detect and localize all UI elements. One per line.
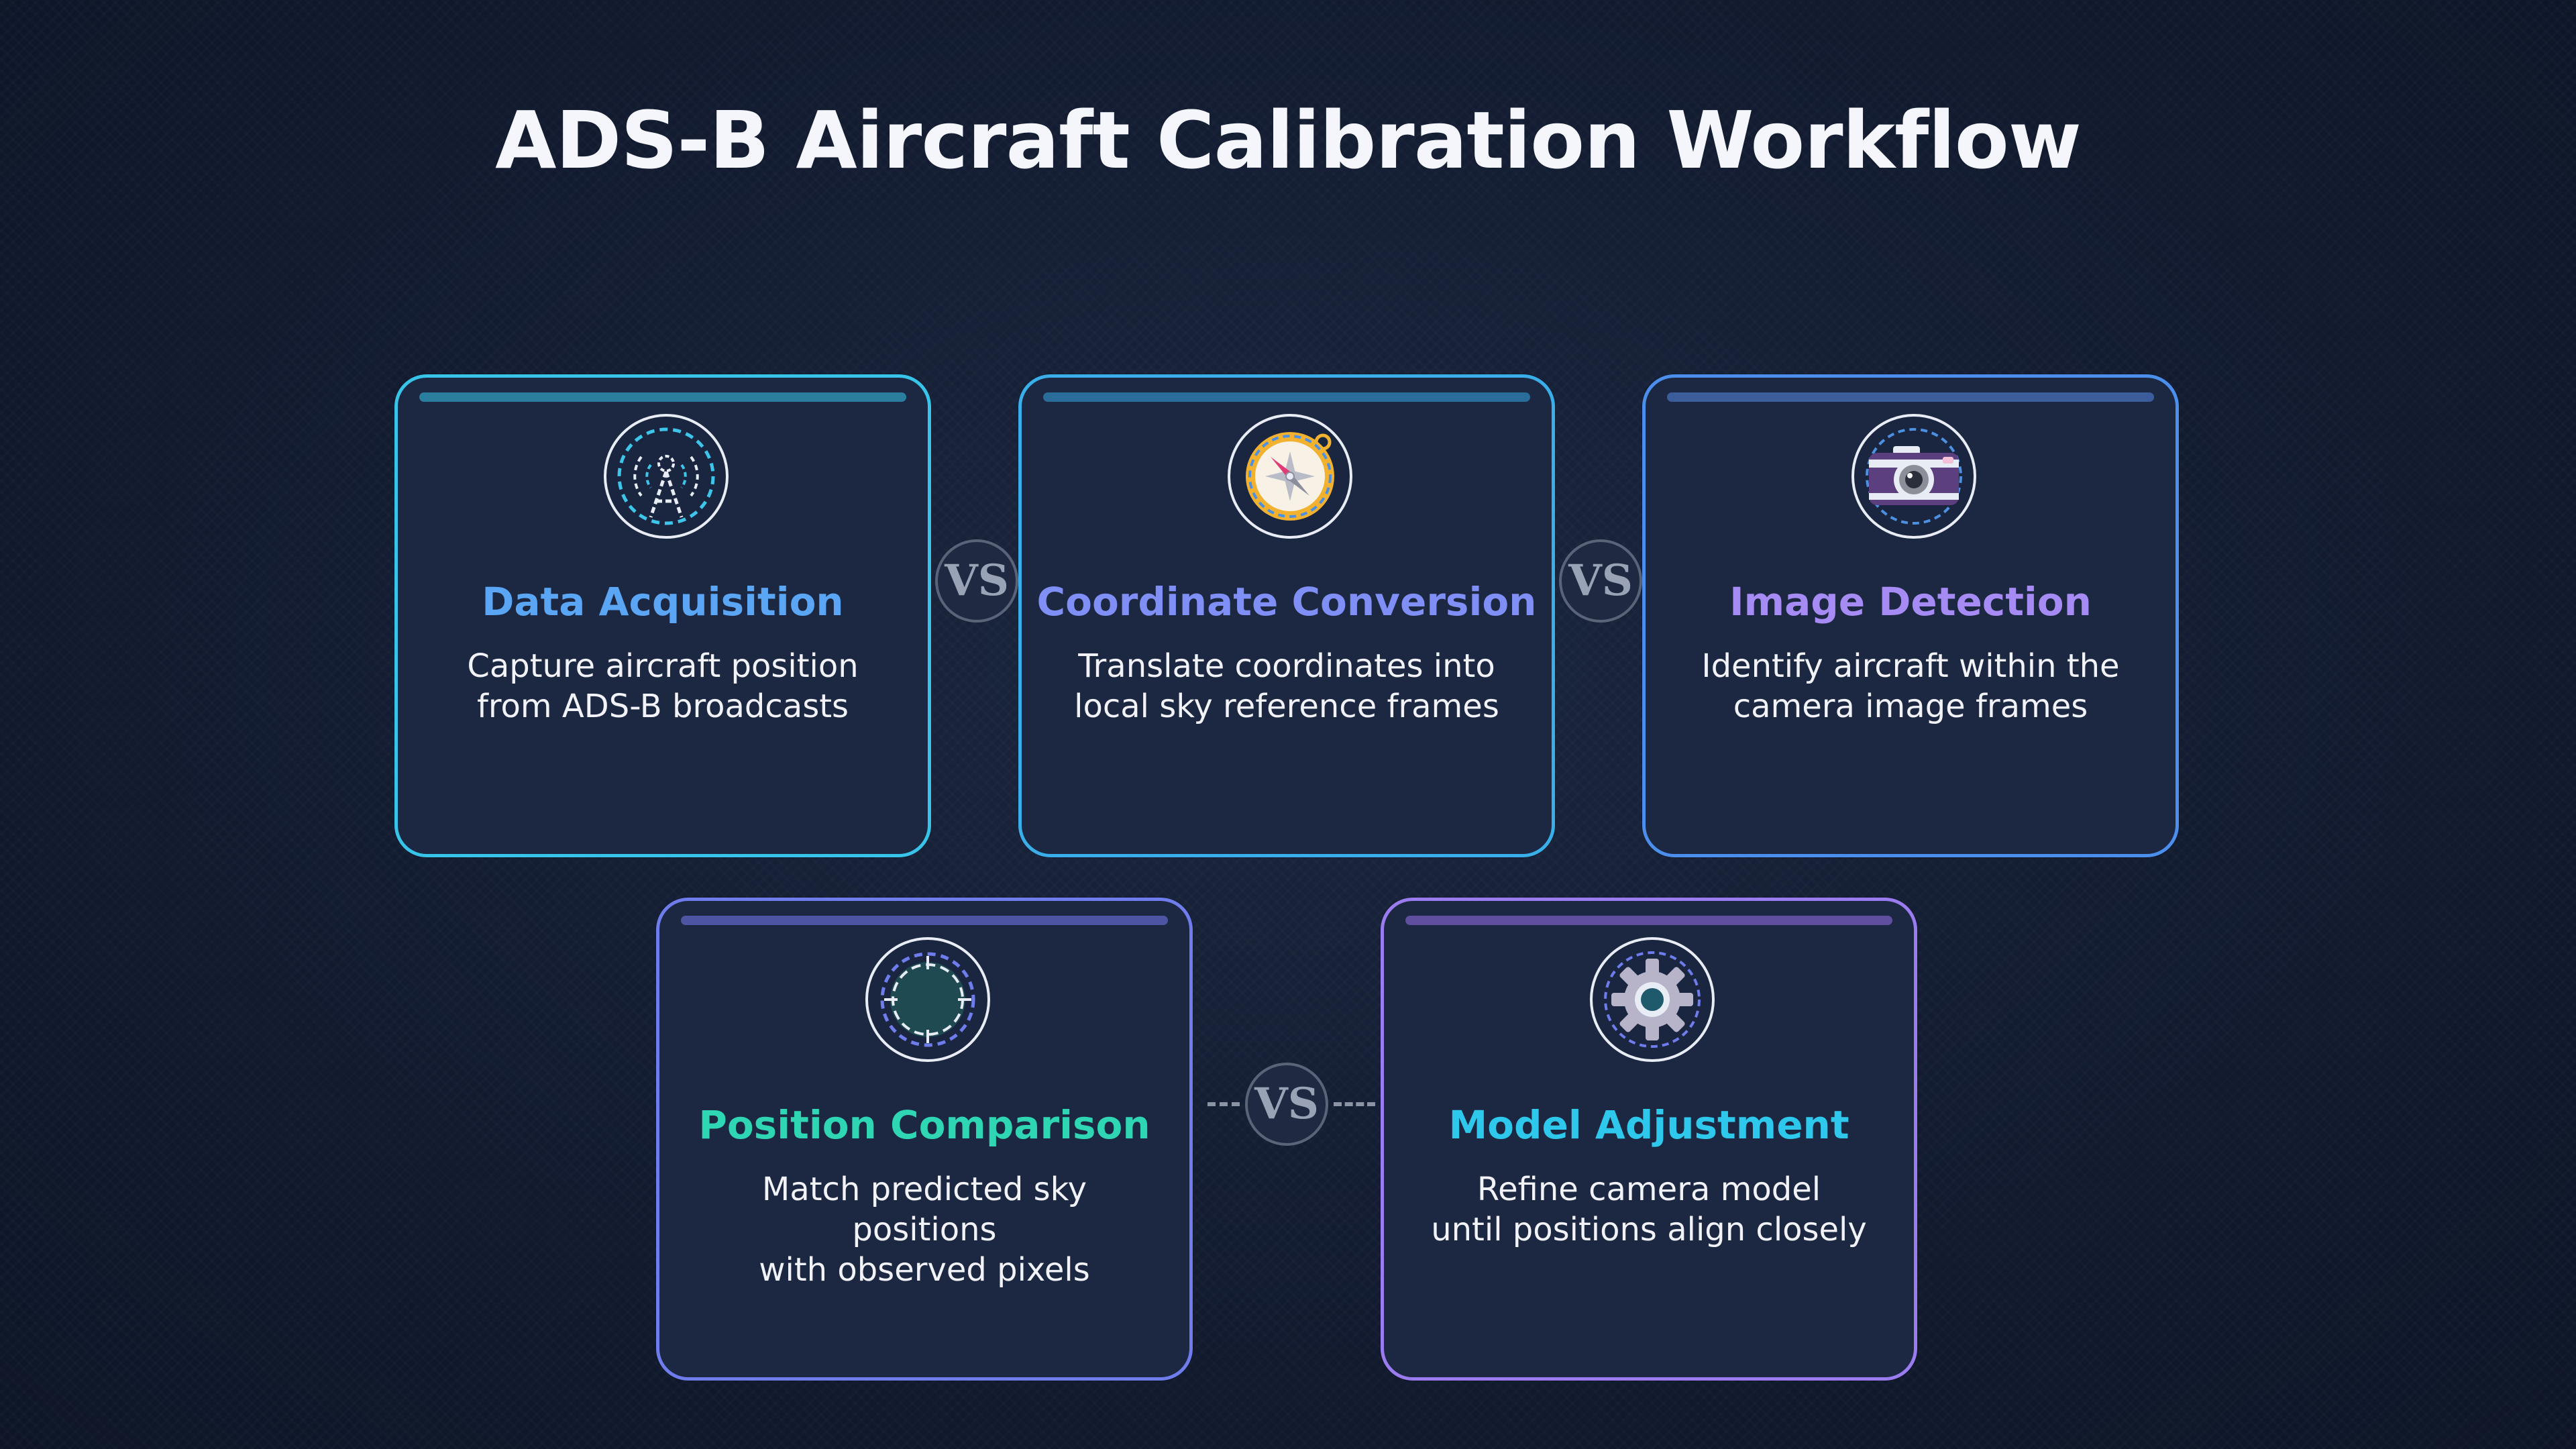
- vs-connector-4-5: VS: [1245, 1063, 1328, 1146]
- connector-dash-left: [1208, 1102, 1240, 1106]
- card-description: Refine camera model until positions alig…: [1411, 1169, 1887, 1250]
- connector-dash-right: [1334, 1102, 1375, 1106]
- camera-icon: [1866, 428, 1962, 525]
- step-card-model-adjustment: Model Adjustment Refine camera model unt…: [1381, 898, 1917, 1381]
- description-line-2: local sky reference frames: [1074, 688, 1499, 725]
- page-title: ADS-B Aircraft Calibration Workflow: [495, 94, 2082, 186]
- icon-badge: [865, 937, 990, 1062]
- icon-badge: [604, 414, 729, 539]
- card-title: Coordinate Conversion: [1036, 579, 1537, 625]
- card-description: Capture aircraft position from ADS-B bro…: [425, 646, 901, 727]
- description-line-1: Refine camera model: [1477, 1171, 1821, 1208]
- card-accent-bar: [419, 392, 906, 402]
- antenna-tower-icon: [617, 427, 715, 525]
- icon-badge: [1228, 414, 1352, 539]
- card-title: Image Detection: [1729, 579, 2092, 625]
- card-accent-bar: [681, 916, 1168, 925]
- target-icon: [880, 952, 975, 1047]
- gear-icon: [1604, 951, 1701, 1048]
- card-accent-bar: [1667, 392, 2154, 402]
- description-line-2: until positions align closely: [1431, 1211, 1867, 1248]
- card-description: Translate coordinates into local sky ref…: [1049, 646, 1525, 727]
- description-line-1: Identify aircraft within the: [1701, 647, 2120, 685]
- card-description: Match predicted sky positions with obser…: [686, 1169, 1163, 1290]
- compass-icon: [1246, 432, 1334, 521]
- description-line-2: camera image frames: [1733, 688, 2088, 725]
- card-title: Model Adjustment: [1448, 1102, 1849, 1148]
- vs-connector-1-2: VS: [935, 539, 1018, 623]
- card-accent-bar: [1405, 916, 1892, 925]
- step-card-coordinate-conversion: Coordinate Conversion Translate coordina…: [1018, 374, 1555, 857]
- card-title: Position Comparison: [698, 1102, 1150, 1148]
- vs-connector-2-3: VS: [1559, 539, 1642, 623]
- description-line-1: Match predicted sky positions: [761, 1171, 1087, 1248]
- description-line-2: from ADS-B broadcasts: [476, 688, 849, 725]
- card-accent-bar: [1043, 392, 1530, 402]
- step-card-data-acquisition: Data Acquisition Capture aircraft positi…: [394, 374, 931, 857]
- description-line-2: with observed pixels: [759, 1251, 1090, 1289]
- icon-badge: [1851, 414, 1976, 539]
- icon-badge: [1590, 937, 1715, 1062]
- card-title: Data Acquisition: [482, 579, 844, 625]
- card-description: Identify aircraft within the camera imag…: [1672, 646, 2149, 727]
- description-line-1: Translate coordinates into: [1078, 647, 1495, 685]
- description-line-1: Capture aircraft position: [467, 647, 859, 685]
- step-card-image-detection: Image Detection Identify aircraft within…: [1642, 374, 2179, 857]
- step-card-position-comparison: Position Comparison Match predicted sky …: [656, 898, 1193, 1381]
